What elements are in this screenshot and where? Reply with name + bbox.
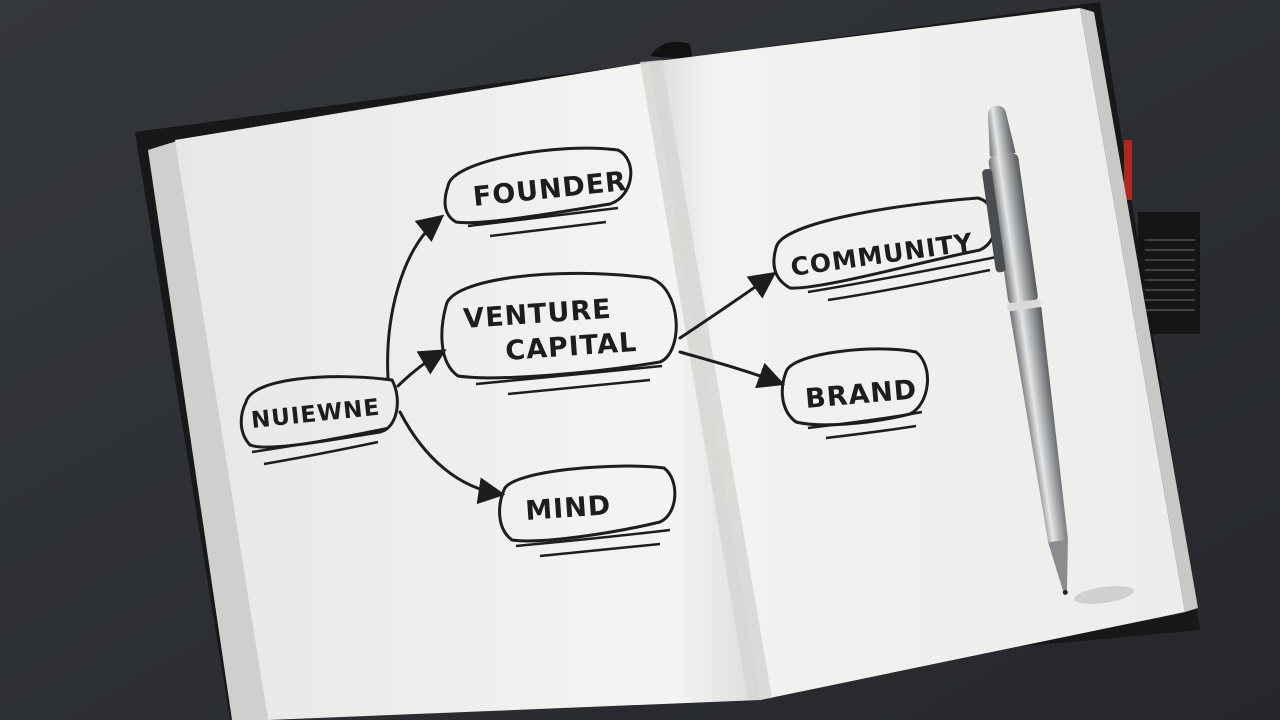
connector-venture-brand [678, 350, 786, 389]
node-community [772, 196, 1003, 302]
node-mind-label: MIND [524, 490, 612, 527]
node-brand [780, 347, 929, 440]
connector-root-mind [398, 410, 506, 505]
node-mind [498, 464, 677, 558]
page-stack-left [148, 140, 268, 720]
mind-map-connectors [386, 214, 786, 505]
connector-root-venture [396, 349, 447, 388]
left-page [175, 62, 760, 720]
connector-root-founder [386, 214, 445, 380]
page-stack-right [1080, 8, 1198, 612]
mind-map-nodes [239, 146, 1003, 558]
connector-venture-community [678, 271, 777, 340]
pen-icon [982, 105, 1134, 604]
spine-shadow [640, 60, 772, 700]
node-founder [443, 146, 633, 238]
ribbon-icon [650, 41, 693, 60]
node-venture-capital [440, 271, 678, 396]
bookmark-tab-icon [1124, 140, 1200, 334]
node-root [239, 375, 399, 466]
